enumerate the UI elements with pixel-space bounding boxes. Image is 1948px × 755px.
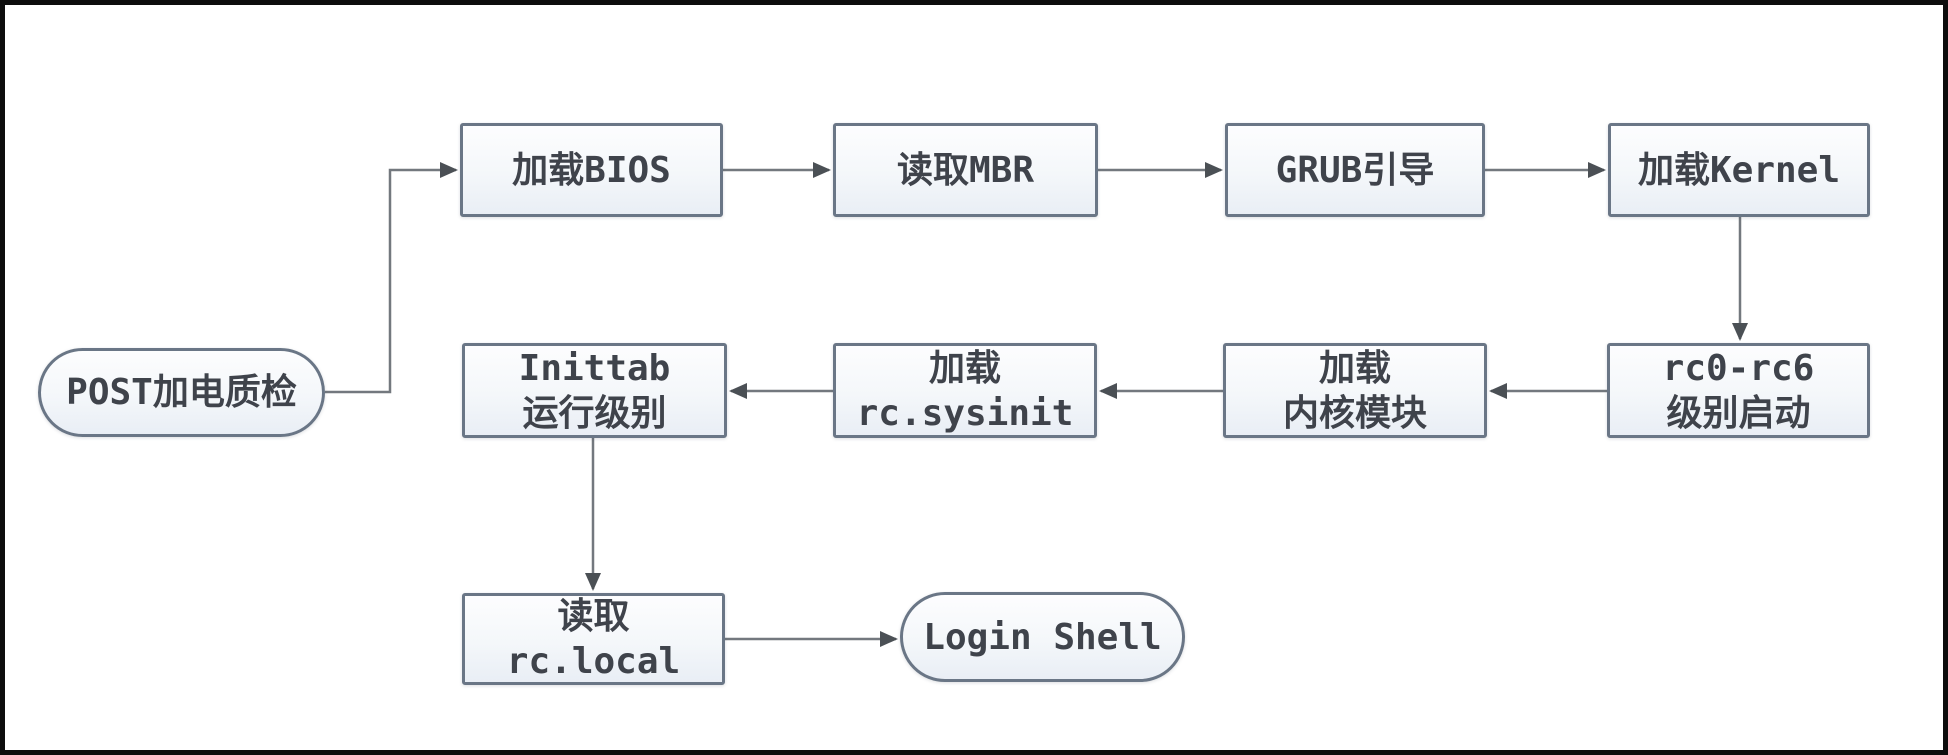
node-post-power-on-self-test: POST加电质检: [38, 348, 325, 437]
node-label-line1: 加载: [928, 347, 1001, 389]
node-label-line1: Inittab: [518, 347, 671, 389]
node-read-mbr: 读取MBR: [833, 123, 1098, 217]
node-label: 读取MBR: [896, 149, 1035, 191]
node-label: GRUB引导: [1275, 149, 1435, 191]
node-load-rc-sysinit: 加载 rc.sysinit: [833, 343, 1097, 438]
node-load-bios: 加载BIOS: [460, 123, 723, 217]
node-load-kernel-modules: 加载 内核模块: [1223, 343, 1487, 438]
node-inittab-runlevel: Inittab 运行级别: [462, 343, 727, 438]
node-label-line2: rc.local: [506, 641, 681, 682]
node-label-line2: 级别启动: [1666, 392, 1811, 434]
node-rc0-rc6-runlevel-start: rc0-rc6 级别启动: [1607, 343, 1870, 438]
node-label-line1: rc0-rc6: [1662, 347, 1815, 389]
node-label: 加载Kernel: [1637, 149, 1841, 191]
node-label: Login Shell: [923, 616, 1162, 658]
node-read-rc-local: 读取 rc.local: [462, 593, 725, 685]
node-login-shell: Login Shell: [900, 592, 1185, 682]
node-label: POST加电质检: [66, 372, 297, 413]
node-label-line1: 读取: [557, 596, 630, 637]
connector-post-bios: [325, 162, 458, 394]
node-grub-boot: GRUB引导: [1225, 123, 1485, 217]
node-label-line2: 内核模块: [1282, 392, 1427, 434]
node-label-line1: 加载: [1318, 347, 1391, 389]
node-label-line2: rc.sysinit: [856, 392, 1074, 434]
node-label: 加载BIOS: [512, 149, 671, 191]
node-label-line2: 运行级别: [522, 392, 667, 434]
node-load-kernel: 加载Kernel: [1608, 123, 1870, 217]
